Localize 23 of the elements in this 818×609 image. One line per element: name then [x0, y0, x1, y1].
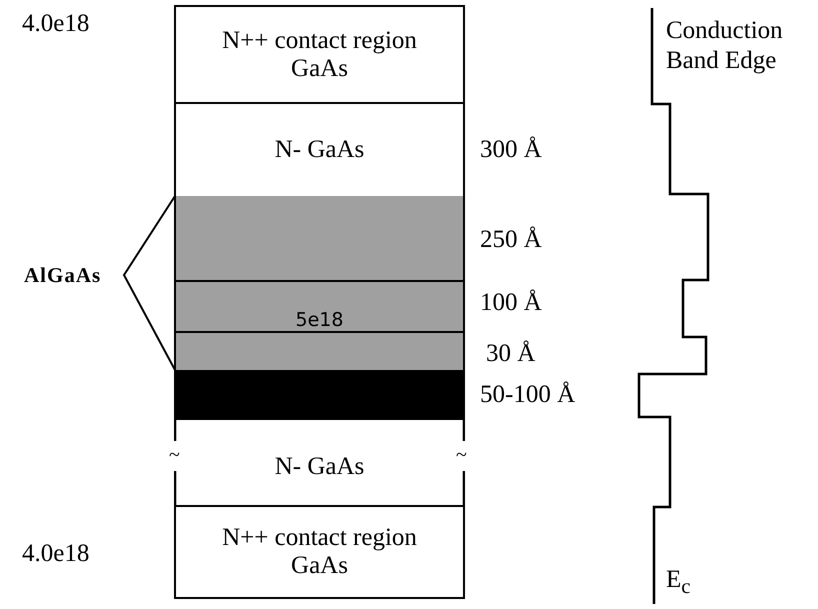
- thickness-value: 100 Å: [480, 289, 542, 317]
- doping-value: 4.0e18: [22, 10, 90, 38]
- band-edge-label: Conduction Band Edge: [666, 16, 784, 76]
- thickness-value: 250 Å: [480, 226, 542, 254]
- material-label: AlGaAs: [24, 262, 102, 289]
- layer-label: 5e18: [296, 309, 344, 331]
- doping-value: 4.0e18: [22, 540, 90, 568]
- energy-symbol: E$_{c}$: [666, 566, 691, 600]
- break-mark: ~: [169, 443, 180, 468]
- contact-layer: [174, 505, 465, 599]
- layer-label: N- GaAs: [274, 136, 364, 164]
- barrier-layer: [174, 280, 465, 333]
- contact-layer: [174, 5, 465, 104]
- layer-label: N- GaAs: [274, 453, 364, 481]
- thickness-value: 30 Å: [486, 340, 536, 368]
- layer-label: N++ contact region GaAs: [221, 524, 418, 580]
- break-mark: ~: [456, 443, 467, 468]
- thickness-value: 300 Å: [480, 136, 542, 164]
- layer-label: N++ contact region GaAs: [221, 26, 418, 82]
- thickness-value: 50-100 Å: [480, 381, 576, 409]
- barrier-layer: [174, 196, 465, 282]
- barrier-layer: [174, 331, 465, 371]
- well-layer: [174, 370, 465, 420]
